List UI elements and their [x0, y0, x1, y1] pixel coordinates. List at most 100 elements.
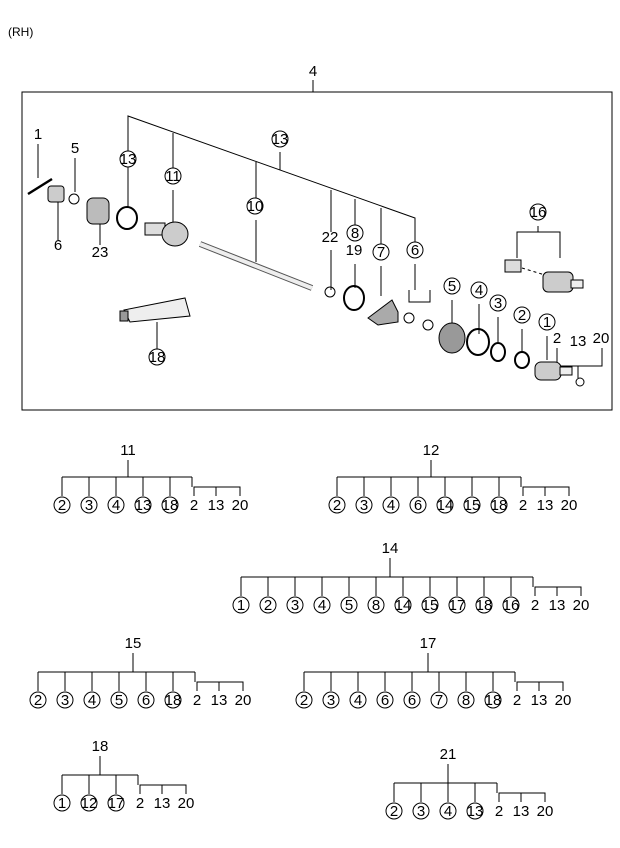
svg-text:3: 3 — [61, 692, 69, 709]
part-housing-16 — [542, 271, 574, 293]
kit-item-20: 20 — [555, 692, 572, 709]
kit-item-2: 2 — [513, 692, 521, 709]
svg-text:13: 13 — [531, 692, 548, 709]
assembly-label-3: 3 — [489, 294, 507, 312]
svg-text:20: 20 — [555, 692, 572, 709]
svg-text:17: 17 — [449, 597, 466, 614]
kit-item-7: 7 — [430, 691, 448, 709]
svg-text:5: 5 — [345, 597, 353, 614]
part-gear — [86, 197, 110, 225]
assembly-label-6: 6 — [406, 241, 424, 259]
part-nut — [575, 377, 585, 387]
svg-text:4: 4 — [475, 282, 483, 299]
kit-item-2: 2 — [29, 691, 47, 709]
kit-item-20: 20 — [561, 497, 578, 514]
svg-text:3: 3 — [327, 692, 335, 709]
part-clamp-b — [422, 319, 434, 331]
svg-text:8: 8 — [351, 225, 359, 242]
svg-text:6: 6 — [408, 692, 416, 709]
kit-title: 12 — [423, 442, 440, 459]
svg-text:2: 2 — [190, 497, 198, 514]
svg-text:2: 2 — [58, 497, 66, 514]
svg-text:1: 1 — [543, 314, 551, 331]
svg-text:10: 10 — [247, 198, 264, 215]
part-ring-3 — [490, 342, 506, 362]
assembly-label-13: 13 — [271, 130, 289, 148]
svg-text:19: 19 — [346, 242, 363, 259]
svg-text:2: 2 — [193, 692, 201, 709]
kit-item-2: 2 — [495, 803, 503, 820]
kit-item-13: 13 — [549, 597, 566, 614]
assembly-label-1: 1 — [538, 313, 556, 331]
kit-item-3: 3 — [80, 496, 98, 514]
svg-text:1: 1 — [237, 597, 245, 614]
kit-item-16: 16 — [502, 596, 520, 614]
svg-text:18: 18 — [162, 497, 179, 514]
assembly-label-4: 4 — [470, 281, 488, 299]
svg-text:4: 4 — [387, 497, 395, 514]
kit-item-13: 13 — [531, 692, 548, 709]
kit-item-3: 3 — [355, 496, 373, 514]
svg-text:5: 5 — [71, 140, 79, 157]
assembly-ref-label: 4 — [309, 63, 317, 80]
svg-text:2: 2 — [390, 803, 398, 820]
kit-item-3: 3 — [412, 802, 430, 820]
assembly-label-13: 13 — [119, 150, 137, 168]
side-label: (RH) — [8, 25, 33, 39]
assembly-label-10: 10 — [246, 197, 264, 215]
kit-item-2: 2 — [190, 497, 198, 514]
kit-title: 17 — [420, 635, 437, 652]
svg-text:3: 3 — [494, 295, 502, 312]
svg-text:20: 20 — [235, 692, 252, 709]
svg-text:14: 14 — [437, 497, 454, 514]
kit-item-4: 4 — [439, 802, 457, 820]
svg-text:13: 13 — [135, 497, 152, 514]
svg-text:6: 6 — [411, 242, 419, 259]
part-joint-housing — [161, 221, 189, 247]
svg-text:13: 13 — [513, 803, 530, 820]
svg-text:17: 17 — [108, 795, 125, 812]
kit-item-18: 18 — [164, 691, 182, 709]
assembly-frame — [21, 91, 613, 411]
svg-text:20: 20 — [593, 330, 610, 347]
kit-item-13: 13 — [466, 802, 484, 820]
part-outer-boot — [438, 322, 466, 354]
part-shapes — [27, 177, 585, 387]
kit-item-3: 3 — [56, 691, 74, 709]
kit-item-8: 8 — [457, 691, 475, 709]
svg-text:5: 5 — [115, 692, 123, 709]
svg-text:22: 22 — [322, 229, 339, 246]
part-clip — [68, 193, 80, 205]
kit-item-2: 2 — [259, 596, 277, 614]
svg-text:18: 18 — [476, 597, 493, 614]
svg-text:6: 6 — [142, 692, 150, 709]
kit-title: 11 — [120, 442, 136, 459]
assembly-label-16: 16 — [529, 203, 547, 221]
svg-text:6: 6 — [414, 497, 422, 514]
svg-text:8: 8 — [462, 692, 470, 709]
svg-text:20: 20 — [178, 795, 195, 812]
svg-text:23: 23 — [92, 244, 109, 261]
assembly-label-11: 11 — [164, 167, 182, 185]
kit-item-5: 5 — [340, 596, 358, 614]
svg-text:2: 2 — [264, 597, 272, 614]
kit-title: 21 — [440, 746, 457, 763]
kit-item-13: 13 — [208, 497, 225, 514]
kit-item-13: 13 — [134, 496, 152, 514]
svg-text:8: 8 — [372, 597, 380, 614]
kit-item-13: 13 — [154, 795, 171, 812]
kit-item-6: 6 — [376, 691, 394, 709]
svg-text:2: 2 — [519, 497, 527, 514]
svg-text:3: 3 — [360, 497, 368, 514]
part-clip-22 — [324, 286, 336, 298]
kit-item-2: 2 — [531, 597, 539, 614]
svg-text:2: 2 — [136, 795, 144, 812]
kit-item-2: 2 — [519, 497, 527, 514]
kit-item-1: 1 — [53, 794, 71, 812]
part-boot-band — [343, 285, 365, 311]
kit-item-6: 6 — [409, 496, 427, 514]
